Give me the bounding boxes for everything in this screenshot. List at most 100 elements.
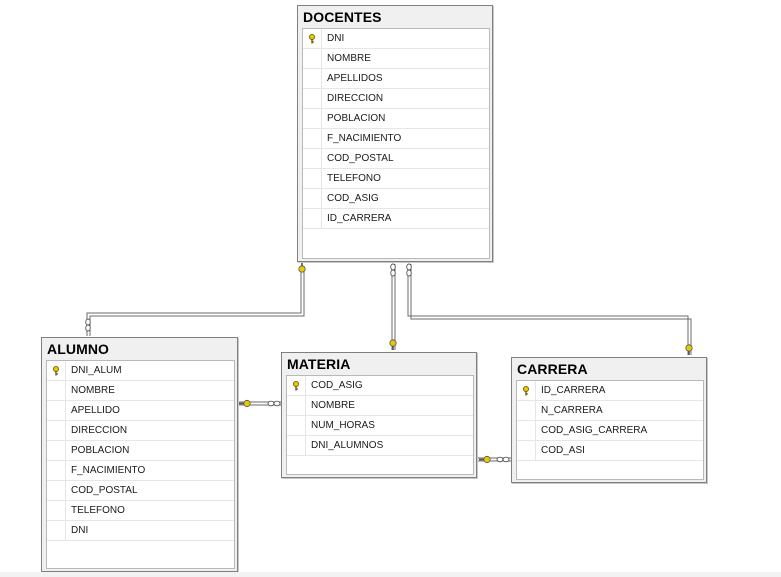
column-row[interactable]: COD_POSTAL (47, 481, 234, 501)
row-selector (303, 109, 322, 128)
row-selector (517, 381, 536, 400)
column-name: NUM_HORAS (311, 420, 375, 431)
column-row[interactable]: APELLIDOS (303, 69, 489, 89)
row-selector (303, 89, 322, 108)
column-name: APELLIDOS (327, 73, 383, 84)
row-selector (47, 361, 66, 380)
column-row[interactable]: COD_ASIG_CARRERA (517, 421, 703, 441)
infinity-icon (267, 400, 281, 407)
row-selector (303, 209, 322, 228)
column-row[interactable]: TELEFONO (303, 169, 489, 189)
column-row[interactable]: COD_ASI (517, 441, 703, 461)
infinity-icon (390, 263, 396, 277)
row-selector (47, 441, 66, 460)
column-row[interactable]: COD_ASIG (303, 189, 489, 209)
column-name: ID_CARRERA (541, 385, 606, 396)
column-name: COD_ASI (541, 445, 585, 456)
row-selector (47, 461, 66, 480)
column-name: DNI_ALUMNOS (311, 440, 384, 451)
row-selector (303, 189, 322, 208)
row-selector (287, 436, 306, 455)
relationship-docentes-alumno[interactable] (85, 262, 306, 336)
column-row[interactable]: DIRECCION (47, 421, 234, 441)
column-row[interactable]: ID_CARRERA (303, 209, 489, 229)
row-selector (517, 441, 536, 460)
column-row[interactable]: TELEFONO (47, 501, 234, 521)
column-row[interactable]: COD_ASIG (287, 376, 473, 396)
column-name: DIRECCION (71, 425, 128, 436)
key-icon (53, 366, 59, 376)
table-title: MATERIA (287, 356, 351, 372)
row-selector (517, 401, 536, 420)
relationship-materia-carrera[interactable] (477, 455, 512, 464)
column-name: ID_CARRERA (327, 213, 392, 224)
row-selector (47, 521, 66, 540)
table-materia[interactable]: MATERIA COD_ASIG NOMBRE NUM_HORAS DNI_ALUMN… (281, 352, 477, 478)
key-icon (685, 344, 693, 355)
infinity-icon (406, 263, 412, 277)
key-icon (479, 455, 491, 464)
relationship-docentes-materia[interactable] (389, 263, 397, 350)
column-name: F_NACIMIENTO (71, 465, 146, 476)
key-icon (293, 381, 299, 391)
column-name: COD_ASIG_CARRERA (541, 425, 648, 436)
column-name: F_NACIMIENTO (327, 133, 402, 144)
row-selector (303, 69, 322, 88)
column-row[interactable]: NUM_HORAS (287, 416, 473, 436)
column-row[interactable]: ID_CARRERA (517, 381, 703, 401)
column-row[interactable]: COD_POSTAL (303, 149, 489, 169)
relationship-alumno-materia[interactable] (238, 399, 282, 408)
column-row[interactable]: DNI (303, 29, 489, 49)
row-selector (47, 401, 66, 420)
table-docentes[interactable]: DOCENTES DNI NOMBRE APELLIDOS DIRECCION POBL… (297, 5, 493, 262)
column-row[interactable]: POBLACION (47, 441, 234, 461)
column-row[interactable]: NOMBRE (47, 381, 234, 401)
key-icon (389, 339, 397, 350)
column-name: NOMBRE (311, 400, 355, 411)
row-selector (303, 129, 322, 148)
table-title: ALUMNO (47, 341, 110, 357)
row-selector (47, 421, 66, 440)
row-selector (287, 416, 306, 435)
column-row[interactable]: N_CARRERA (517, 401, 703, 421)
key-icon (298, 262, 306, 273)
column-name: NOMBRE (327, 53, 371, 64)
key-icon (309, 34, 315, 44)
key-icon (239, 399, 251, 408)
column-name: COD_POSTAL (327, 153, 394, 164)
column-row[interactable]: DNI_ALUM (47, 361, 234, 381)
column-name: APELLIDO (71, 405, 120, 416)
column-row[interactable]: NOMBRE (303, 49, 489, 69)
row-selector (303, 29, 322, 48)
column-name: DNI (327, 33, 345, 44)
column-row[interactable]: F_NACIMIENTO (303, 129, 489, 149)
canvas-bottom-edge (0, 572, 781, 577)
row-selector (47, 481, 66, 500)
column-name: TELEFONO (71, 505, 125, 516)
column-list: DNI_ALUM NOMBRE APELLIDO DIRECCION POBLACION… (46, 360, 235, 569)
column-row[interactable]: POBLACION (303, 109, 489, 129)
column-row[interactable]: DNI (47, 521, 234, 541)
column-name: DNI (71, 525, 89, 536)
key-icon (523, 386, 529, 396)
column-list: DNI NOMBRE APELLIDOS DIRECCION POBLACION F_NA… (302, 28, 490, 259)
row-selector (303, 169, 322, 188)
column-name: NOMBRE (71, 385, 115, 396)
column-row[interactable]: APELLIDO (47, 401, 234, 421)
row-selector (287, 376, 306, 395)
column-name: POBLACION (327, 113, 386, 124)
column-row[interactable]: NOMBRE (287, 396, 473, 416)
infinity-icon (85, 318, 91, 332)
column-list: ID_CARRERA N_CARRERA COD_ASIG_CARRERA COD_A… (516, 380, 704, 480)
table-title: DOCENTES (303, 9, 382, 25)
column-name: TELEFONO (327, 173, 381, 184)
column-row[interactable]: F_NACIMIENTO (47, 461, 234, 481)
column-name: COD_POSTAL (71, 485, 138, 496)
row-selector (517, 421, 536, 440)
table-alumno[interactable]: ALUMNO DNI_ALUM NOMBRE APELLIDO DIRECCION PO… (41, 337, 238, 572)
column-row[interactable]: DIRECCION (303, 89, 489, 109)
relationship-docentes-carrera[interactable] (406, 263, 693, 355)
column-row[interactable]: DNI_ALUMNOS (287, 436, 473, 456)
